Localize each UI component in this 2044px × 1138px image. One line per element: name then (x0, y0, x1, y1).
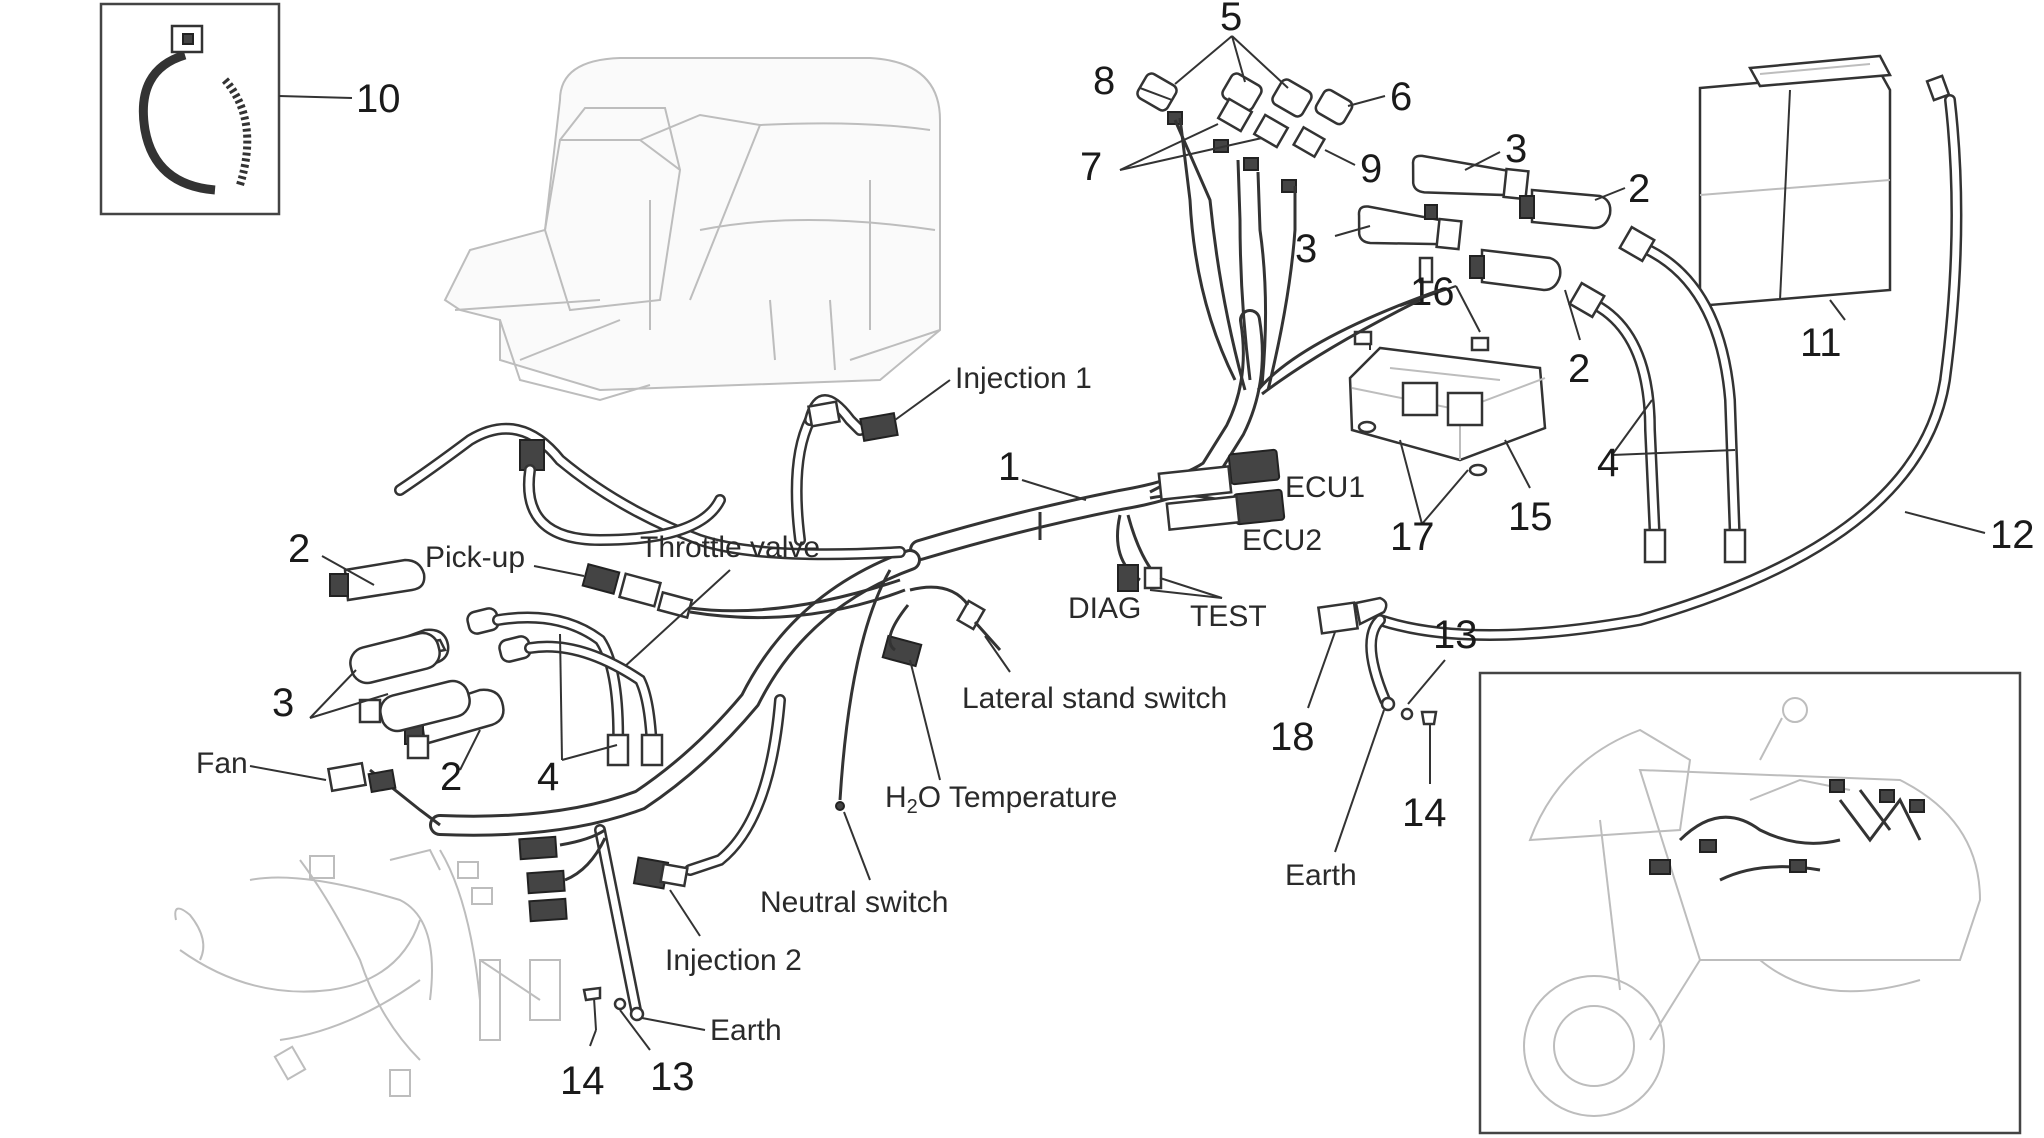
label-pickup: Pick-up (425, 541, 525, 574)
callout-5: 5 (1220, 0, 1242, 39)
label-ecu2: ECU2 (1242, 524, 1322, 557)
callout-11: 11 (1800, 321, 1842, 365)
label-earth-left: Earth (710, 1014, 782, 1047)
callout-10: 10 (356, 77, 401, 121)
label-fan: Fan (196, 747, 248, 780)
callout-12: 12 (1990, 513, 2035, 557)
callout-15: 15 (1508, 495, 1553, 539)
test-connector (1143, 566, 1163, 590)
bodywork-ghost (174, 848, 561, 1097)
label-test: TEST (1190, 600, 1267, 633)
label-lateral-stand: Lateral stand switch (962, 682, 1227, 715)
callout-7: 7 (1080, 145, 1102, 189)
callout-3c: 3 (1505, 127, 1527, 171)
label-diag: DIAG (1068, 592, 1141, 625)
callout-4a: 4 (537, 755, 559, 799)
callout-6: 6 (1390, 75, 1412, 119)
callout-2c: 2 (1628, 167, 1650, 211)
label-injection-1: Injection 1 (955, 362, 1092, 395)
callout-3b: 3 (1295, 227, 1317, 271)
callout-9: 9 (1360, 147, 1382, 191)
airbox-ghost (443, 57, 941, 402)
control-unit-plate (1698, 54, 1892, 307)
connectors-top (1136, 72, 1354, 193)
motorcycle-inset (1478, 671, 2022, 1135)
label-ecu1: ECU1 (1285, 471, 1365, 504)
relay-module (1348, 330, 1547, 477)
callout-2a: 2 (288, 527, 310, 571)
ignition-coils-left (329, 558, 532, 760)
callout-18: 18 (1270, 715, 1315, 759)
fuse (1316, 596, 1388, 635)
callout-13b: 13 (1433, 613, 1478, 657)
pickup-throttle (581, 563, 906, 620)
ignition-coils-right (1357, 154, 1612, 292)
callout-1: 1 (998, 445, 1020, 489)
label-earth-right: Earth (1285, 859, 1357, 892)
callout-17: 17 (1390, 515, 1435, 559)
diag-connector (1117, 564, 1139, 592)
ht-leads-right (1568, 225, 1747, 564)
callout-14b: 14 (1402, 791, 1447, 835)
callout-14a: 14 (560, 1059, 605, 1103)
ecu-connectors (1157, 448, 1286, 531)
callout-8: 8 (1093, 59, 1115, 103)
label-neutral-switch: Neutral switch (760, 886, 948, 919)
label-h2o: H2O Temperature (885, 781, 1117, 818)
callout-2b: 2 (440, 755, 462, 799)
label-injection-2: Injection 2 (665, 944, 802, 977)
label-throttle: Throttle valve (640, 531, 820, 564)
callout-13a: 13 (650, 1055, 695, 1099)
callout-3a: 3 (272, 681, 294, 725)
callout-4b: 4 (1597, 441, 1619, 485)
callout-2d: 2 (1568, 347, 1590, 391)
clamp-box (99, 2, 281, 216)
